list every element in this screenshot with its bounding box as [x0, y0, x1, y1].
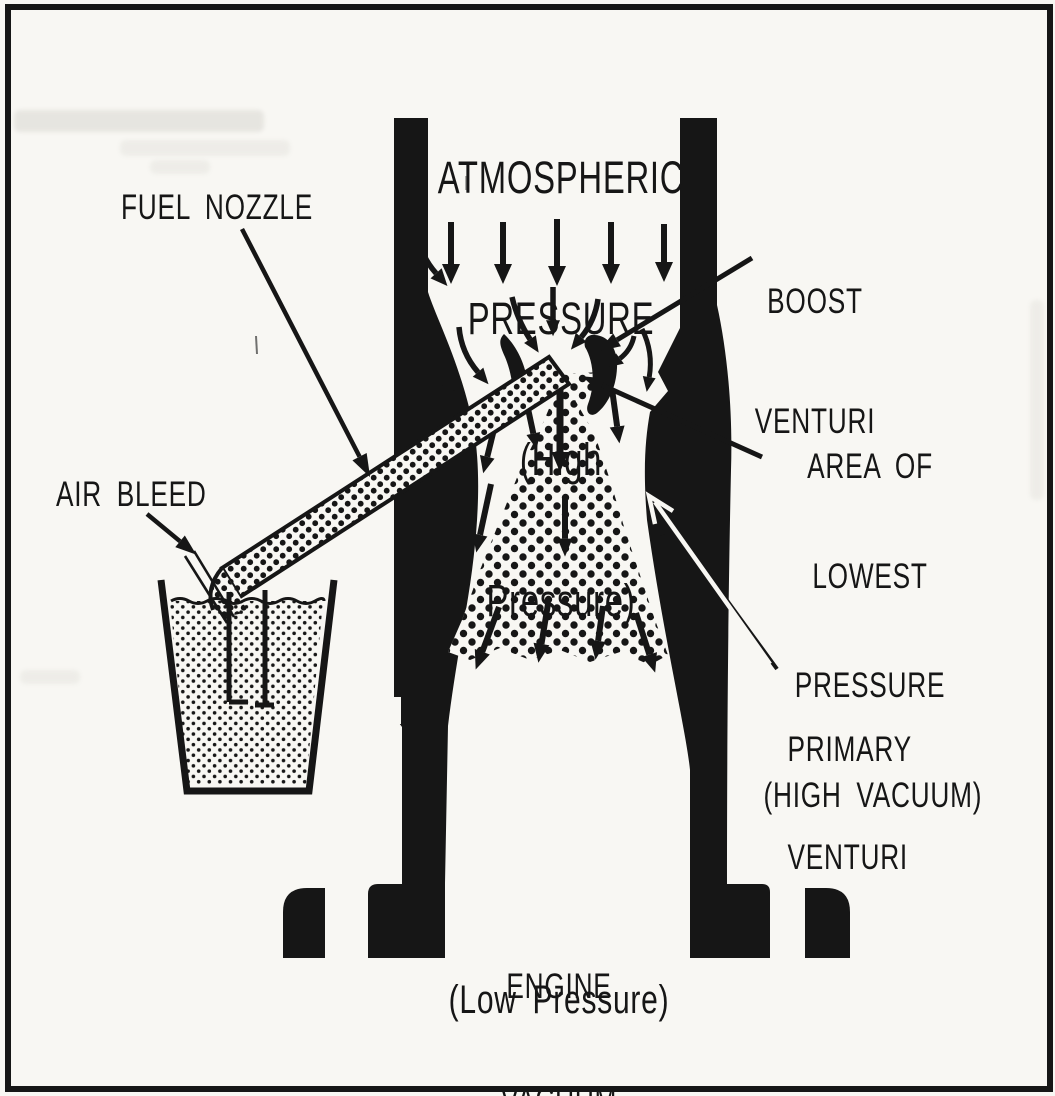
cup-outline — [157, 579, 338, 795]
fuel-nozzle-tube — [208, 354, 572, 618]
label-atmospheric-pressure: ATMOSPHERIC PRESSURE (High Pressure) — [437, 152, 685, 626]
fuel-liquid — [170, 601, 323, 784]
primary-venturi-arrow — [645, 491, 779, 671]
right-wall — [644, 118, 770, 958]
carburetor-walls — [283, 118, 850, 958]
fuel-surface-line — [170, 597, 326, 605]
right-flange-piece — [805, 888, 850, 958]
scan-tick-artifact — [255, 335, 258, 355]
air-bleed-tube — [183, 550, 236, 624]
scan-bleedthrough-artifact — [150, 160, 210, 174]
left-wall-notch — [389, 697, 401, 724]
scan-bleedthrough-artifact — [120, 140, 290, 156]
label-low-pressure: (Low Pressure) — [448, 978, 670, 1022]
left-flange-piece — [283, 888, 325, 958]
scan-bleedthrough-artifact — [20, 670, 80, 684]
scan-bleedthrough-artifact — [1030, 300, 1044, 500]
label-air-bleed: AIR BLEED — [56, 475, 207, 514]
label-area-lowest-pressure: AREA OF LOWEST PRESSURE (HIGH VACUUM) — [763, 447, 983, 815]
fuel-cup — [157, 579, 338, 795]
label-engine-vacuum: ENGINE VACUUM — [501, 967, 617, 1096]
label-primary-venturi: PRIMARY VENTURI — [787, 730, 912, 877]
left-wall — [368, 118, 479, 958]
figure-border-frame — [5, 4, 1053, 1092]
label-leader-arrows — [145, 227, 764, 555]
scan-bleedthrough-artifact — [14, 110, 264, 132]
label-boost-venturi: BOOST VENTURI — [754, 282, 876, 441]
label-fuel-nozzle: FUEL NOZZLE — [121, 188, 313, 227]
